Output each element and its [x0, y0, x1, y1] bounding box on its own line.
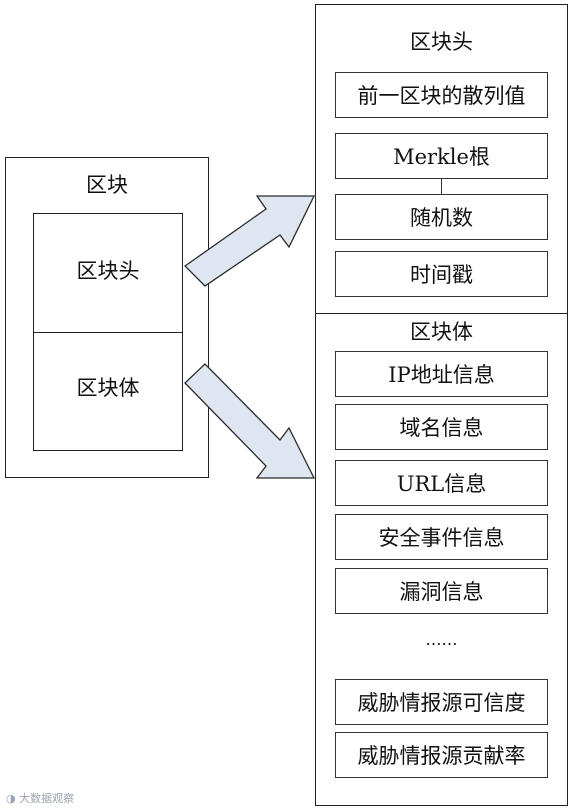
field-nonce: 随机数: [335, 194, 548, 240]
field-security-event-info: 安全事件信息: [335, 514, 548, 560]
field-source-contribution: 威胁情报源贡献率: [335, 732, 548, 778]
block-title: 区块: [86, 173, 128, 197]
header-section-title: 区块头: [410, 30, 473, 54]
field-source-credibility: 威胁情报源可信度: [335, 679, 548, 725]
body-section-title: 区块体: [410, 320, 473, 344]
arrow-to-body: [184, 363, 316, 479]
arrow-to-header: [183, 195, 316, 287]
watermark-logo: ◑ 大数据观察: [6, 792, 75, 805]
field-ip-info: IP地址信息: [335, 351, 548, 397]
field-url-info: URL信息: [335, 460, 548, 506]
block-header-label: 区块头: [76, 259, 140, 283]
body-ellipsis: ……: [425, 630, 458, 649]
block-body-label: 区块体: [76, 376, 140, 400]
block-header-body-divider: [33, 332, 183, 333]
field-prev-hash: 前一区块的散列值: [335, 72, 548, 118]
field-merkle-root: Merkle根: [335, 133, 548, 179]
field-domain-info: 域名信息: [335, 404, 548, 450]
field-vulnerability-info: 漏洞信息: [335, 568, 548, 614]
watermark-text: 大数据观察: [19, 792, 75, 805]
merkle-nonce-connector: [441, 179, 442, 194]
field-timestamp: 时间戳: [335, 251, 548, 297]
